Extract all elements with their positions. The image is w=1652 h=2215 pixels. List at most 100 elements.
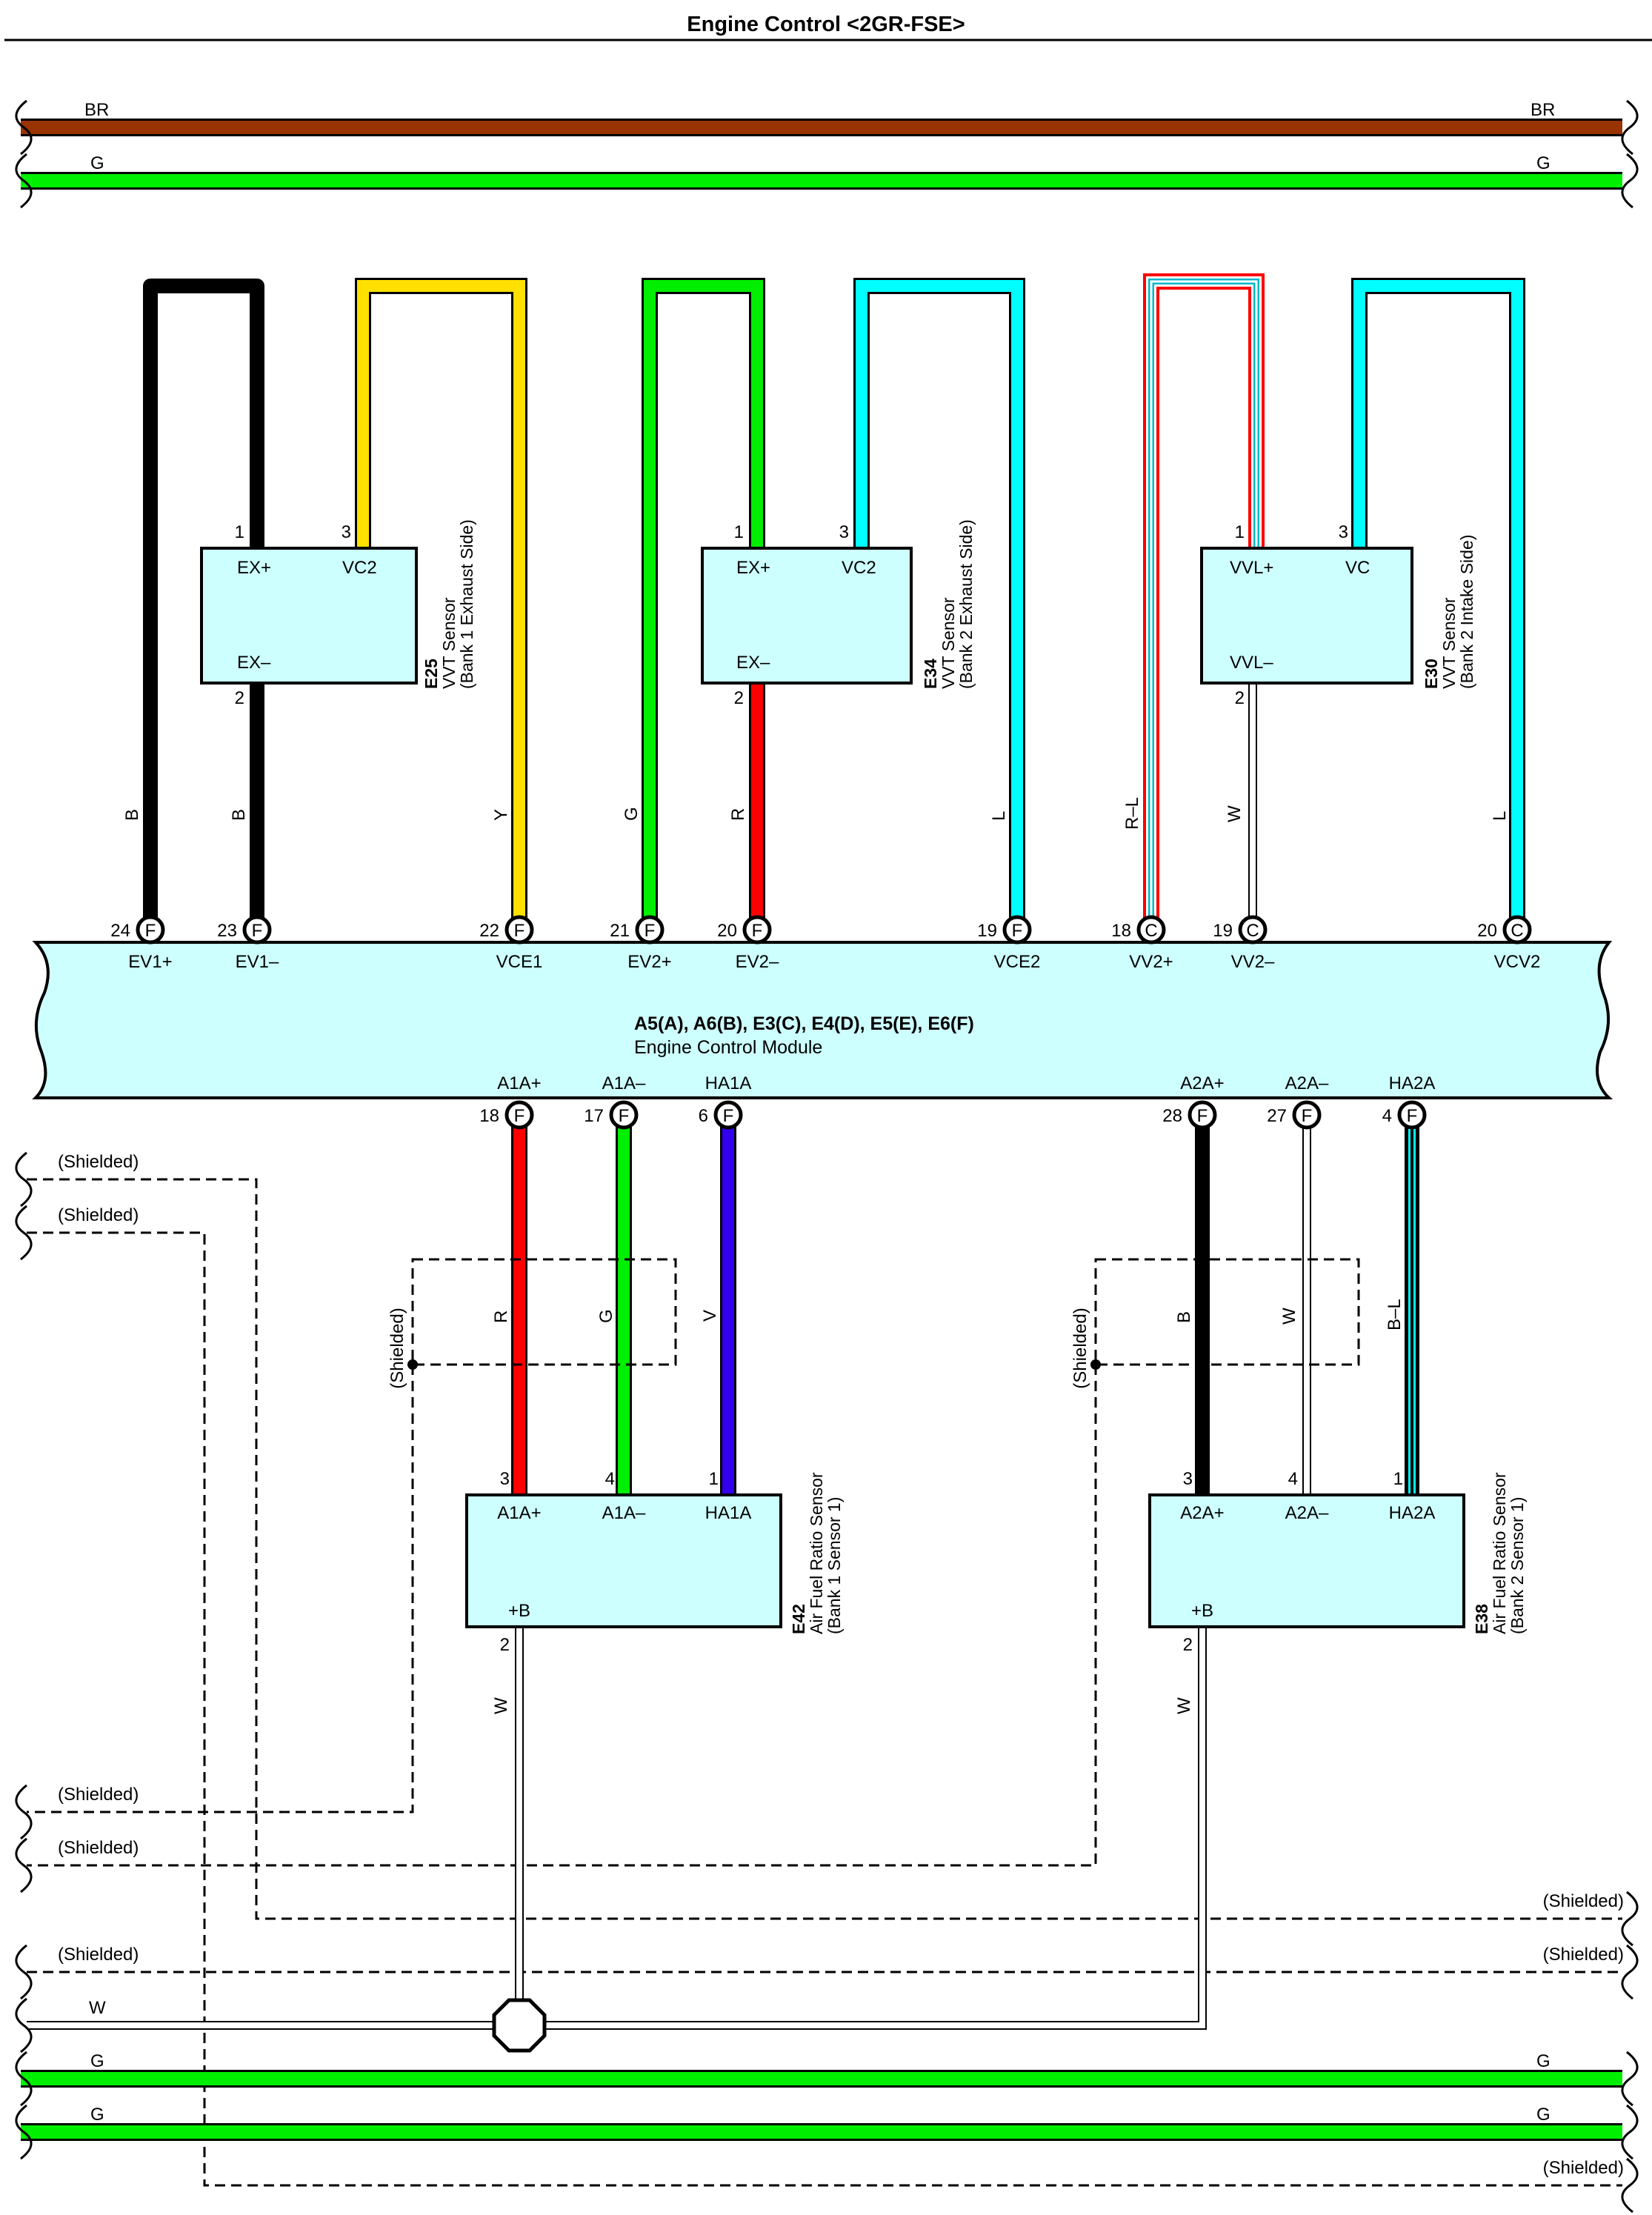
ecm-pin-num: 19 — [1213, 921, 1233, 941]
e42-detail: (Bank 1 Sensor 1) — [825, 1497, 844, 1634]
bus-wire-br: BR BR — [21, 100, 1622, 136]
wire-label-br-right: BR — [1531, 100, 1555, 120]
ecm-pin-conn: C — [1511, 921, 1523, 941]
ecm-pin-num: 19 — [977, 921, 997, 941]
ecm-pin-ha2a: F 4 HA2A — [1382, 1073, 1436, 1130]
bus-wire-g-top: G G — [21, 153, 1622, 190]
shield-box-bank1 — [27, 1258, 677, 1813]
wire-label-ev2minus: R — [728, 808, 748, 821]
ecm-pin-num: 17 — [584, 1106, 604, 1126]
e42-name: Air Fuel Ratio Sensor — [807, 1472, 826, 1634]
e42-pin-name-a1aplus: A1A+ — [497, 1503, 541, 1523]
wire-label-vcv2: L — [1490, 811, 1510, 821]
wire-label-ha2a: B–L — [1385, 1299, 1405, 1330]
ecm-pin-conn: F — [619, 1106, 630, 1126]
ecm-pin-name: VV2+ — [1129, 952, 1173, 972]
e38-pin-num-1: 1 — [1393, 1469, 1403, 1489]
e38-pin-num-2: 2 — [1183, 1635, 1193, 1655]
ecm-pin-a1aplus: F 18 A1A+ — [479, 1073, 542, 1130]
ecm-pin-ev2minus: F 20 EV2– — [717, 915, 779, 972]
wire-label-a2aplus: B — [1174, 1311, 1194, 1323]
e34-pin-name-vc2: VC2 — [842, 558, 876, 578]
shield-label-left-4: (Shielded) — [58, 1838, 139, 1858]
e38-pin-name-ha2a: HA2A — [1389, 1503, 1436, 1523]
ecm-pin-num: 21 — [610, 921, 630, 941]
e30-pin-name-vc: VC — [1345, 558, 1370, 578]
ecm-pin-conn: C — [1246, 921, 1259, 941]
bus-wire-g-1: G G — [21, 2051, 1622, 2088]
e25-pin-name-exminus: EX– — [237, 653, 271, 673]
e30-name: VVT Sensor — [1439, 597, 1459, 689]
shield-label-left-1: (Shielded) — [58, 1152, 139, 1172]
page-title: Engine Control <2GR-FSE> — [687, 13, 965, 36]
e38-pin-num-3: 3 — [1183, 1469, 1193, 1489]
e25-id: E25 — [422, 659, 441, 689]
ecm-pin-name: A2A– — [1285, 1073, 1329, 1093]
shield-label-left-3: (Shielded) — [58, 1785, 139, 1805]
wire-label-ev1minus: B — [229, 809, 249, 821]
ecm-pin-num: 6 — [699, 1106, 708, 1126]
wire-label-vce2: L — [989, 811, 1009, 821]
e34-id: E34 — [921, 659, 940, 689]
ecm-pin-conn: F — [723, 1106, 734, 1126]
ecm-pin-num: 4 — [1382, 1106, 1392, 1126]
ecm-pin-a1aminus: F 17 A1A– — [584, 1073, 646, 1130]
component-e38: 3 4 1 2 A2A+ A2A– HA2A +B E38 Air Fuel R… — [1148, 1469, 1527, 1655]
e42-pin-num-1: 1 — [709, 1469, 719, 1489]
e25-detail: (Bank 1 Exhaust Side) — [457, 519, 476, 689]
ecm-pin-name: HA1A — [705, 1073, 752, 1093]
e25-name: VVT Sensor — [439, 597, 459, 689]
ecm-pin-a2aminus: F 27 A2A– — [1267, 1073, 1329, 1130]
e38-detail: (Bank 2 Sensor 1) — [1508, 1497, 1527, 1634]
e42-pin-num-4: 4 — [605, 1469, 615, 1489]
ecm-pin-name: EV2+ — [627, 952, 671, 972]
e38-id: E38 — [1472, 1604, 1491, 1634]
ecm-pin-num: 18 — [479, 1106, 499, 1126]
e38-pin-name-a2aplus: A2A+ — [1180, 1503, 1224, 1523]
ecm-pin-conn: F — [1197, 1106, 1208, 1126]
e30-pin-num-2: 2 — [1235, 688, 1245, 708]
e30-pin-num-1: 1 — [1235, 522, 1245, 542]
e42-pin-num-3: 3 — [500, 1469, 510, 1489]
e38-name: Air Fuel Ratio Sensor — [1490, 1472, 1509, 1634]
ecm-pin-ev1minus: F 23 EV1– — [217, 915, 279, 972]
ecm-pin-a2aplus: F 28 A2A+ — [1162, 1073, 1225, 1130]
e25-pin-num-1: 1 — [235, 522, 244, 542]
ecm-pin-name: HA2A — [1389, 1073, 1436, 1093]
wire-ev2-loop — [642, 278, 765, 930]
ecm-connectors: A5(A), A6(B), E3(C), E4(D), E5(E), E6(F) — [634, 1013, 974, 1034]
ecm-pin-vcv2: C 20 VCV2 — [1477, 915, 1541, 972]
e34-pin-num-2: 2 — [734, 688, 744, 708]
wire-label-br-left: BR — [84, 100, 109, 120]
ecm-pin-name: A1A– — [602, 1073, 646, 1093]
e42-pin-num-2: 2 — [500, 1635, 510, 1655]
ecm-pin-conn: F — [1012, 921, 1023, 941]
wire-label-ev1plus: B — [122, 809, 142, 821]
wire-label-vv2minus: W — [1225, 805, 1245, 822]
wire-label-w-left: W — [89, 1998, 106, 2018]
wire-label-a1aminus: G — [596, 1309, 616, 1323]
ecm-pin-name: VCV2 — [1494, 952, 1541, 972]
shield-label-bank1: (Shielded) — [387, 1308, 407, 1388]
e34-detail: (Bank 2 Exhaust Side) — [956, 519, 976, 689]
ecm-pin-conn: F — [145, 921, 156, 941]
shield-trace-labels: (Shielded) (Shielded) (Shielded) (Shield… — [58, 1152, 1624, 2178]
e25-pin-name-vc2: VC2 — [342, 558, 377, 578]
shield-box-bank2 — [27, 1258, 1360, 1867]
ecm-pin-conn: F — [252, 921, 263, 941]
component-e30: 1 3 2 VVL+ VC VVL– E30 VVT Sensor (Bank … — [1200, 522, 1476, 708]
ecm-pin-vv2minus: C 19 VV2– — [1213, 915, 1275, 972]
ecm-pin-num: 23 — [217, 921, 237, 941]
ecm-pin-name: VCE2 — [994, 952, 1041, 972]
shield-label-left-5: (Shielded) — [58, 1945, 139, 1965]
ecm-pin-ev2plus: F 21 EV2+ — [610, 915, 672, 972]
wire-vcv2-loop — [1351, 278, 1525, 930]
wire-label-vv2plus: R–L — [1122, 797, 1142, 830]
ecm-pin-conn: F — [1407, 1106, 1418, 1126]
shield-label-bank2: (Shielded) — [1070, 1308, 1090, 1388]
ecm-pin-conn: F — [645, 921, 656, 941]
ecm-pin-conn: F — [514, 921, 525, 941]
shield-label-right-1: (Shielded) — [1543, 1891, 1624, 1911]
e34-name: VVT Sensor — [939, 597, 958, 689]
ecm-name: Engine Control Module — [634, 1037, 822, 1058]
